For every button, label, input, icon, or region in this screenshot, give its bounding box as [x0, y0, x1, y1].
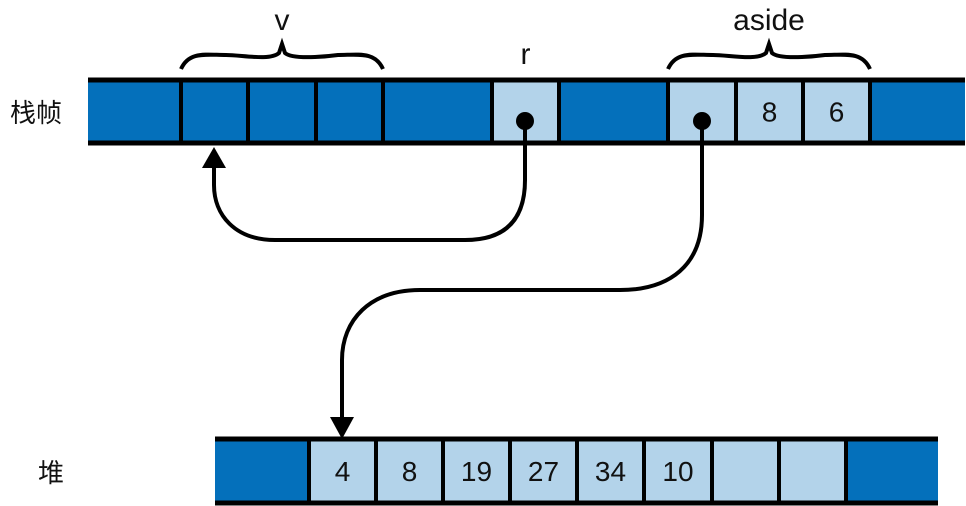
- stack-cell: [870, 80, 965, 143]
- stack-cell: [316, 80, 383, 143]
- arrow-line: [212, 121, 527, 242]
- heap-cell: 8: [376, 439, 443, 503]
- heap-cell-fill: [712, 439, 779, 503]
- stack-cell-fill: [88, 80, 181, 143]
- stack-cell: [383, 80, 492, 143]
- stack-frame-label: 栈帧: [10, 98, 62, 128]
- stack-cell-fill: [248, 80, 316, 143]
- heap-cell-fill: [309, 439, 376, 503]
- heap-cell-value: 4: [335, 456, 351, 487]
- heap-cell: [779, 439, 846, 503]
- stack-cell-fill: [803, 80, 870, 143]
- heap-cell-value: 19: [461, 456, 492, 487]
- heap-cell-value: 10: [662, 456, 693, 487]
- stack-cell: 8: [736, 80, 803, 143]
- heap-label: 堆: [38, 458, 64, 488]
- stack-cell-fill: [559, 80, 668, 143]
- heap-cell-fill: [846, 439, 938, 503]
- stack-cell-fill: [870, 80, 965, 143]
- heap-cell-fill: [376, 439, 443, 503]
- variable-r: r: [521, 38, 531, 71]
- variable-label: r: [521, 38, 531, 71]
- heap-cell-fill: [644, 439, 712, 503]
- variable-v: v: [179, 4, 385, 70]
- brace-icon: [179, 37, 385, 70]
- stack-cell-value: 6: [829, 97, 845, 128]
- stack-cell-fill: [736, 80, 803, 143]
- arrowhead-down-icon: [330, 417, 354, 439]
- pointer-arrows: [202, 112, 711, 439]
- heap-cell-value: 8: [402, 456, 418, 487]
- heap-cell-fill: [779, 439, 846, 503]
- heap-cell: 4: [309, 439, 376, 503]
- variable-label: v: [275, 4, 290, 37]
- stack-cell: [181, 80, 248, 143]
- heap-row: 4 8 19 27 34 10: [215, 436, 938, 506]
- stack-cell: 6: [803, 80, 870, 143]
- variable-labels: v r aside: [179, 4, 872, 71]
- stack-cell-fill: [316, 80, 383, 143]
- heap-cell-fill: [443, 439, 510, 503]
- heap-cell-fill: [215, 439, 309, 503]
- heap-cell: [712, 439, 779, 503]
- arrow-line: [340, 121, 704, 418]
- heap-cell-fill: [510, 439, 577, 503]
- heap-cell-fill: [577, 439, 644, 503]
- heap-cell: 34: [577, 439, 644, 503]
- heap-cell: 10: [644, 439, 712, 503]
- arrowhead-up-icon: [202, 147, 226, 168]
- heap-cell: [215, 439, 309, 503]
- stack-cell-fill: [383, 80, 492, 143]
- variable-aside: aside: [666, 4, 872, 70]
- heap-cell-value: 27: [528, 456, 559, 487]
- stack-cell-value: 8: [762, 97, 778, 128]
- stack-cell: [248, 80, 316, 143]
- variable-label: aside: [733, 4, 805, 37]
- heap-cell: 27: [510, 439, 577, 503]
- stack-cell: [88, 80, 181, 143]
- arrow-r-to-v: [202, 112, 534, 242]
- brace-icon: [666, 37, 872, 70]
- heap-cell: [846, 439, 938, 503]
- heap-cell: 19: [443, 439, 510, 503]
- stack-cell-fill: [181, 80, 248, 143]
- heap-cell-value: 34: [595, 456, 626, 487]
- arrow-aside-to-heap: [330, 112, 711, 439]
- stack-cell: [559, 80, 668, 143]
